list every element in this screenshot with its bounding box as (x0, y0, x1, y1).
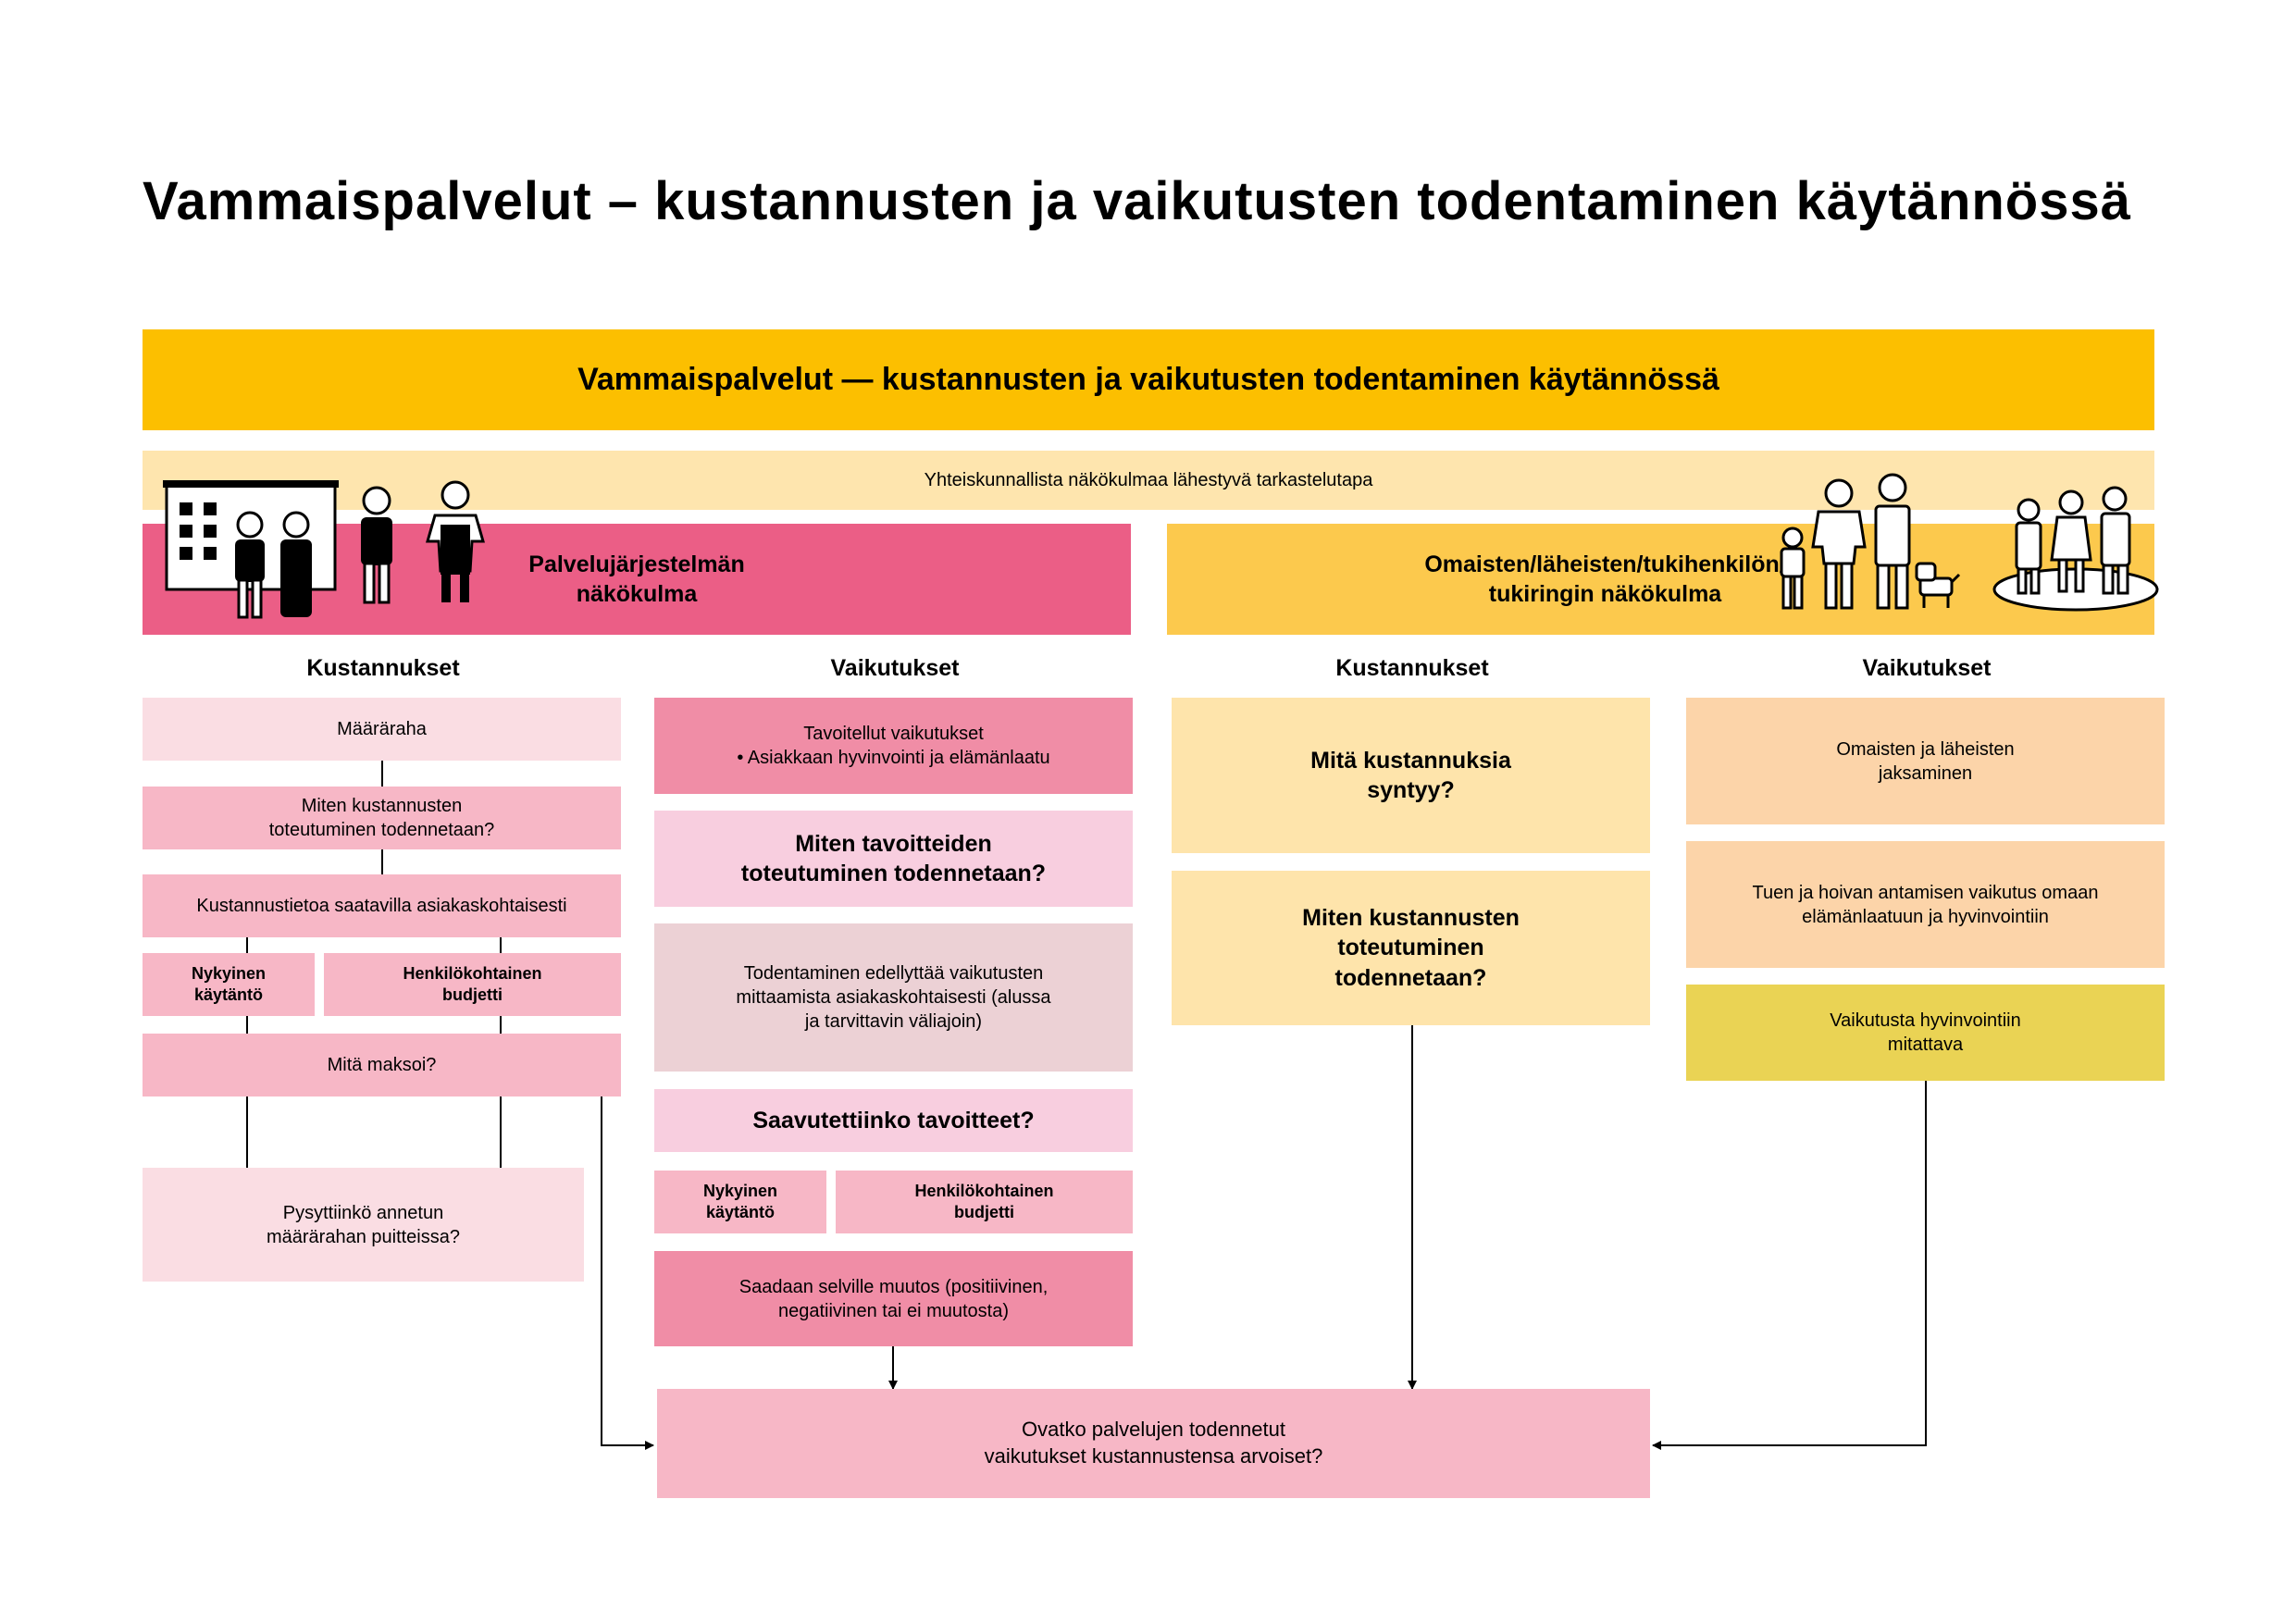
building-icon (163, 480, 485, 619)
appropriation-box: Määräraha (143, 698, 621, 761)
effect-current-practice-box: Nykyinen käytäntö (654, 1171, 826, 1233)
person-icon (280, 511, 312, 617)
goals-achieved-box: Saavutettiinko tavoitteet? (654, 1089, 1133, 1152)
within-budget-box: Pysyttiinkö annetun määrärahan puitteiss… (143, 1168, 584, 1282)
target-effects-box: Tavoitellut vaikutukset • Asiakkaan hyvi… (654, 698, 1133, 794)
group-icon (1992, 486, 2159, 612)
cost-personal-budget-box: Henkilökohtainen budjetti (324, 953, 621, 1016)
cost-verification-box: Miten kustannusten toteutuminen todennet… (143, 787, 621, 849)
change-found-box: Saadaan selville muutos (positiivinen, n… (654, 1251, 1133, 1346)
person-icon (235, 511, 265, 619)
page-title: Vammaispalvelut – kustannusten ja vaikut… (143, 171, 2131, 231)
dog-icon (1915, 562, 1961, 608)
relatives-care-impact-box: Tuen ja hoivan antamisen vaikutus omaan … (1686, 841, 2165, 968)
cost-info-box: Kustannustietoa saatavilla asiakaskohtai… (143, 874, 621, 937)
effect-personal-budget-box: Henkilökohtainen budjetti (836, 1171, 1133, 1233)
person-icon (426, 480, 485, 602)
goal-verification-box: Miten tavoitteiden toteutuminen todennet… (654, 811, 1133, 907)
relatives-measurable-box: Vaikutusta hyvinvointiin mitattava (1686, 985, 2165, 1081)
conclusion-box: Ovatko palvelujen todennetut vaikutukset… (657, 1389, 1650, 1498)
subbanner: Yhteiskunnallista näkökulmaa lähestyvä t… (143, 451, 2154, 510)
column-header-service-costs: Kustannukset (306, 655, 460, 681)
relatives-what-costs-box: Mitä kustannuksia syntyy? (1172, 698, 1650, 853)
perspective-service-system-label: Palvelujärjestelmän näkökulma (528, 551, 745, 608)
column-header-service-effects: Vaikutukset (830, 655, 960, 681)
family-icon (1780, 473, 2159, 612)
perspective-relatives: Omaisten/läheisten/tukihenkilön/ tukirin… (1167, 524, 2154, 635)
cost-current-practice-box: Nykyinen käytäntö (143, 953, 315, 1016)
verification-requires-box: Todentaminen edellyttää vaikutusten mitt… (654, 923, 1133, 1072)
column-header-relatives-effects: Vaikutukset (1862, 655, 1992, 681)
perspective-relatives-label: Omaisten/läheisten/tukihenkilön/ tukirin… (1424, 551, 1786, 608)
column-header-relatives-costs: Kustannukset (1335, 655, 1489, 681)
relatives-coping-box: Omaisten ja läheisten jaksaminen (1686, 698, 2165, 824)
what-paid-box: Mitä maksoi? (143, 1034, 621, 1096)
banner-title: Vammaispalvelut — kustannusten ja vaikut… (143, 329, 2154, 430)
relatives-cost-verification-box: Miten kustannusten toteutuminen todennet… (1172, 871, 1650, 1025)
person-icon (361, 486, 392, 604)
